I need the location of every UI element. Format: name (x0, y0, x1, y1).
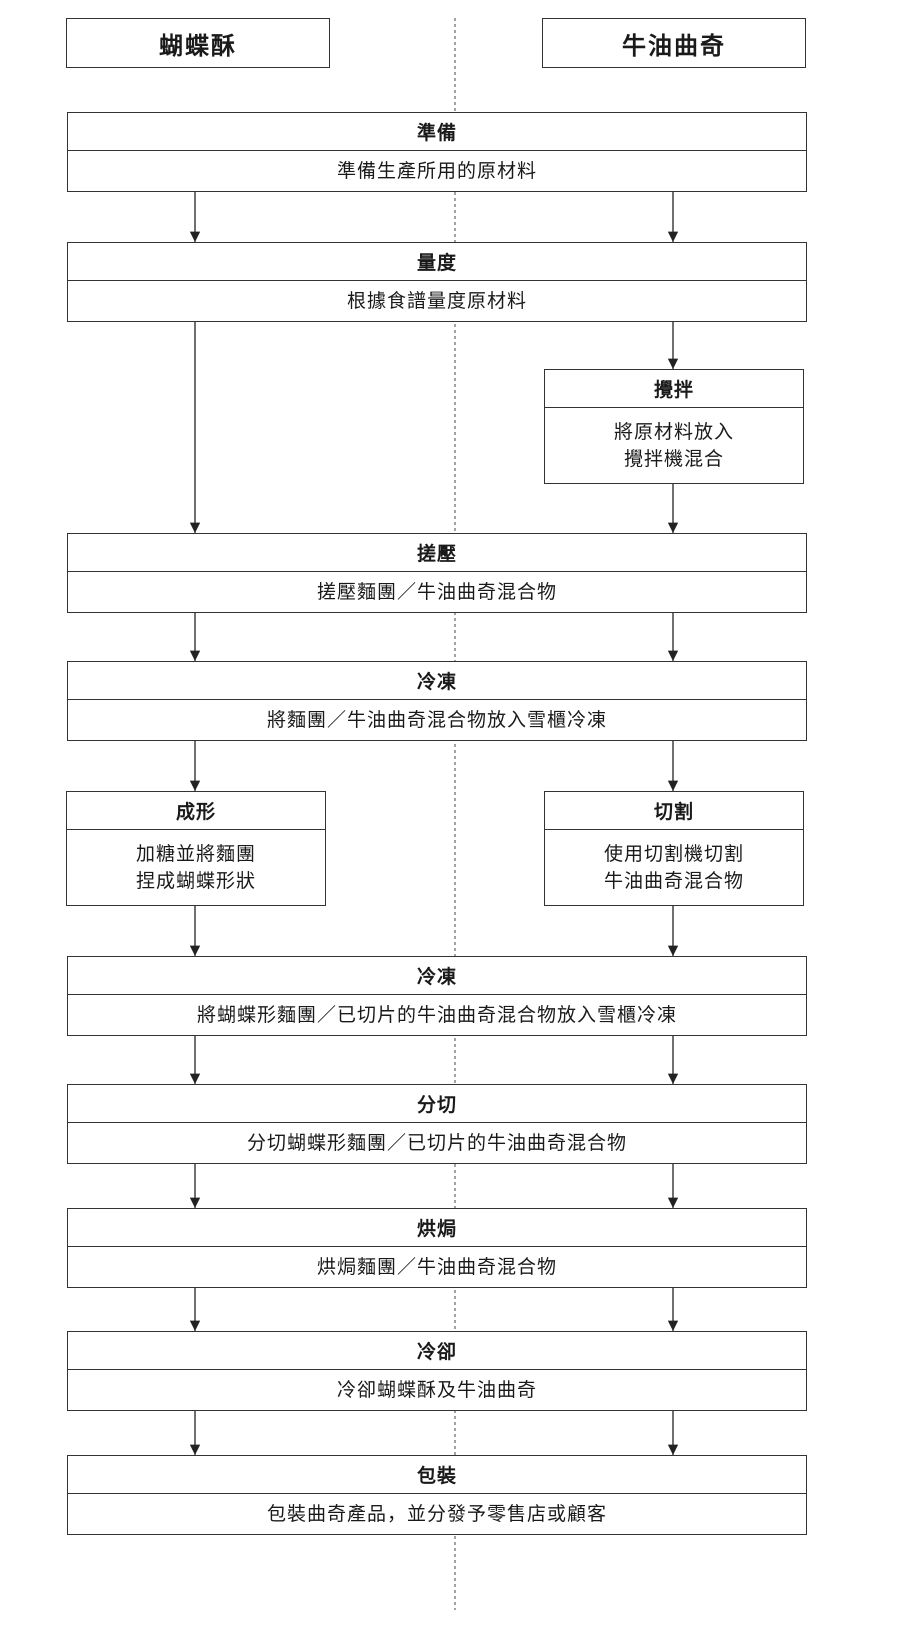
step-bake-body: 烘焗麵團／牛油曲奇混合物 (68, 1247, 806, 1287)
step-slice-title: 分切 (68, 1085, 806, 1123)
step-freeze-2-title: 冷凍 (68, 957, 806, 995)
step-package-title: 包裝 (68, 1456, 806, 1494)
step-bake-line: 烘焗麵團／牛油曲奇混合物 (316, 1255, 557, 1278)
step-slice-body: 分切蝴蝶形麵團／已切片的牛油曲奇混合物 (68, 1123, 806, 1163)
step-knead-body: 搓壓麵團／牛油曲奇混合物 (68, 572, 806, 612)
header-right: 牛油曲奇 (542, 18, 806, 68)
step-cut: 切割 使用切割機切割 牛油曲奇混合物 (544, 791, 804, 906)
step-prepare-title: 準備 (68, 113, 806, 151)
step-cut-line-1: 使用切割機切割 (603, 842, 744, 865)
step-bake: 烘焗 烘焗麵團／牛油曲奇混合物 (67, 1208, 807, 1288)
step-knead-line: 搓壓麵團／牛油曲奇混合物 (316, 580, 557, 603)
step-mix-body: 將原材料放入 攪拌機混合 (545, 408, 803, 483)
step-mix-line-1: 將原材料放入 (613, 420, 734, 443)
step-cut-body: 使用切割機切割 牛油曲奇混合物 (545, 830, 803, 905)
step-shape-line-1: 加糖並將麵團 (135, 842, 256, 865)
step-slice: 分切 分切蝴蝶形麵團／已切片的牛油曲奇混合物 (67, 1084, 807, 1164)
step-cut-title: 切割 (545, 792, 803, 830)
step-measure-line: 根據食譜量度原材料 (346, 289, 527, 312)
step-mix: 攪拌 將原材料放入 攪拌機混合 (544, 369, 804, 484)
step-cool-line: 冷卻蝴蝶酥及牛油曲奇 (336, 1378, 537, 1401)
step-bake-title: 烘焗 (68, 1209, 806, 1247)
step-shape-body: 加糖並將麵團 捏成蝴蝶形狀 (67, 830, 325, 905)
step-measure: 量度 根據食譜量度原材料 (67, 242, 807, 322)
step-knead: 搓壓 搓壓麵團／牛油曲奇混合物 (67, 533, 807, 613)
step-prepare: 準備 準備生產所用的原材料 (67, 112, 807, 192)
step-freeze-1: 冷凍 將麵團／牛油曲奇混合物放入雪櫃冷凍 (67, 661, 807, 741)
step-shape-line-2: 捏成蝴蝶形狀 (135, 869, 256, 892)
step-cool: 冷卻 冷卻蝴蝶酥及牛油曲奇 (67, 1331, 807, 1411)
step-freeze-1-body: 將麵團／牛油曲奇混合物放入雪櫃冷凍 (68, 700, 806, 740)
step-measure-title: 量度 (68, 243, 806, 281)
step-freeze-2-line: 將蝴蝶形麵團／已切片的牛油曲奇混合物放入雪櫃冷凍 (196, 1003, 677, 1026)
step-package-line: 包裝曲奇產品，並分發予零售店或顧客 (266, 1502, 607, 1525)
step-cool-body: 冷卻蝴蝶酥及牛油曲奇 (68, 1370, 806, 1410)
step-mix-line-2: 攪拌機混合 (623, 447, 724, 470)
step-measure-body: 根據食譜量度原材料 (68, 281, 806, 321)
step-cool-title: 冷卻 (68, 1332, 806, 1370)
step-knead-title: 搓壓 (68, 534, 806, 572)
step-slice-line: 分切蝴蝶形麵團／已切片的牛油曲奇混合物 (246, 1131, 627, 1154)
step-freeze-1-line: 將麵團／牛油曲奇混合物放入雪櫃冷凍 (266, 708, 607, 731)
step-shape-title: 成形 (67, 792, 325, 830)
step-freeze-2-body: 將蝴蝶形麵團／已切片的牛油曲奇混合物放入雪櫃冷凍 (68, 995, 806, 1035)
step-package-body: 包裝曲奇產品，並分發予零售店或顧客 (68, 1494, 806, 1534)
step-prepare-line: 準備生產所用的原材料 (336, 159, 537, 182)
step-cut-line-2: 牛油曲奇混合物 (603, 869, 744, 892)
step-shape: 成形 加糖並將麵團 捏成蝴蝶形狀 (66, 791, 326, 906)
step-package: 包裝 包裝曲奇產品，並分發予零售店或顧客 (67, 1455, 807, 1535)
step-freeze-2: 冷凍 將蝴蝶形麵團／已切片的牛油曲奇混合物放入雪櫃冷凍 (67, 956, 807, 1036)
step-freeze-1-title: 冷凍 (68, 662, 806, 700)
step-prepare-body: 準備生產所用的原材料 (68, 151, 806, 191)
step-mix-title: 攪拌 (545, 370, 803, 408)
header-left: 蝴蝶酥 (66, 18, 330, 68)
